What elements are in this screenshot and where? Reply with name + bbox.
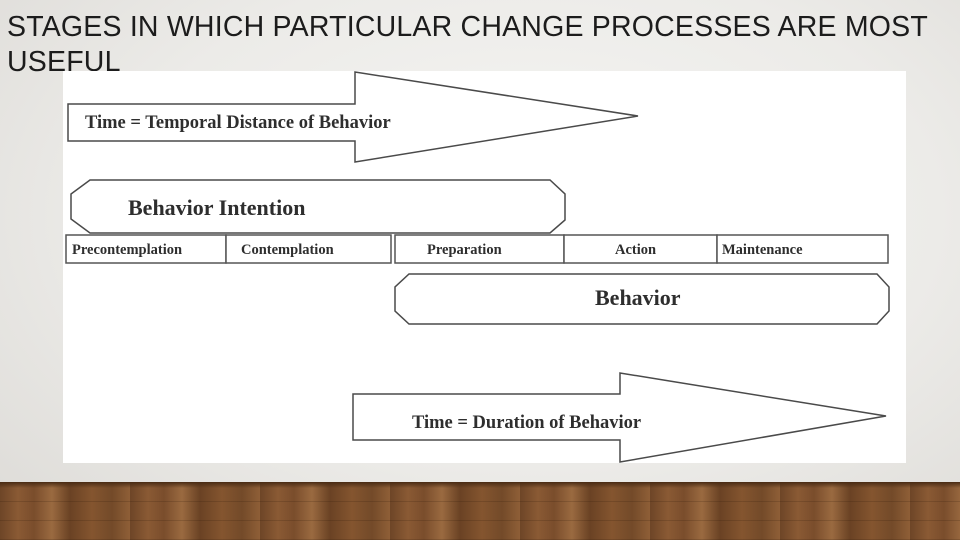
wood-floor-decoration xyxy=(0,482,960,540)
stages-diagram: Time = Temporal Distance of Behavior Beh… xyxy=(65,71,890,463)
stage-label-precontemplation: Precontemplation xyxy=(72,242,182,258)
top-time-arrow xyxy=(67,71,639,163)
stages-row: Precontemplation Contemplation Preparati… xyxy=(65,234,889,264)
stage-box-precontemplation xyxy=(65,234,227,264)
stage-label-contemplation: Contemplation xyxy=(241,242,334,258)
behavior-intention-banner xyxy=(70,179,566,234)
diagram-panel: Time = Temporal Distance of Behavior Beh… xyxy=(63,71,906,463)
bottom-time-arrow xyxy=(352,372,887,463)
behavior-intention-label: Behavior Intention xyxy=(128,195,305,220)
stage-label-preparation: Preparation xyxy=(427,242,502,258)
behavior-banner xyxy=(394,273,890,325)
stage-box-contemplation xyxy=(225,234,392,264)
slide-title: STAGES IN WHICH PARTICULAR CHANGE PROCES… xyxy=(7,11,928,78)
stage-label-maintenance: Maintenance xyxy=(722,242,803,258)
stage-box-preparation xyxy=(394,234,565,264)
top-time-arrow-label: Time = Temporal Distance of Behavior xyxy=(85,113,391,133)
stage-box-action xyxy=(563,234,718,264)
stage-box-maintenance xyxy=(716,234,889,264)
stage-label-action: Action xyxy=(615,242,656,258)
behavior-label: Behavior xyxy=(595,285,681,310)
bottom-time-arrow-label: Time = Duration of Behavior xyxy=(412,413,641,433)
